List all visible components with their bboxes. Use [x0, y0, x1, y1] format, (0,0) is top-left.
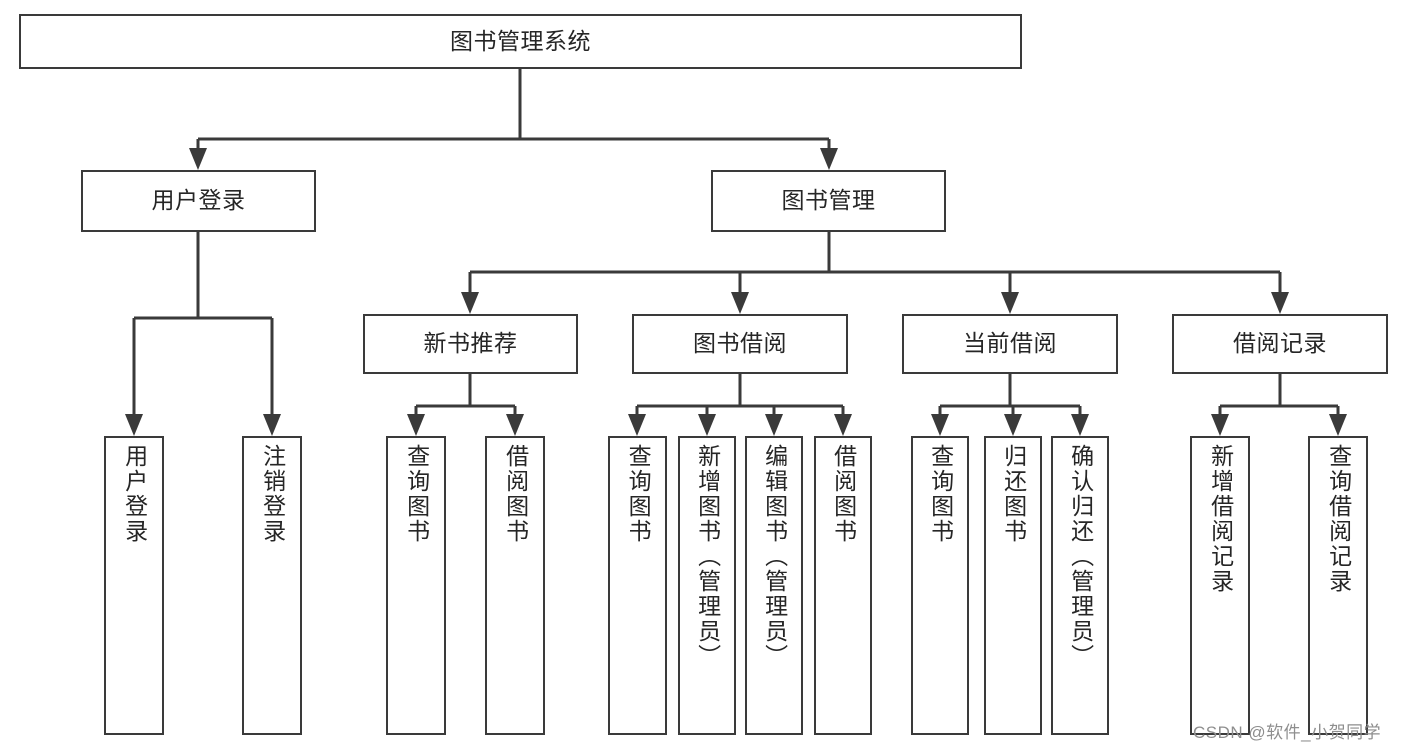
- arrow-head-icon: [628, 414, 646, 436]
- node-new-book-rec[interactable]: 新书推荐: [363, 314, 578, 374]
- node-leaf-confirm-return[interactable]: 确认归还（管理员）: [1051, 436, 1109, 735]
- arrow-head-icon: [1001, 292, 1019, 314]
- node-label: 当前借阅: [963, 330, 1057, 357]
- arrow-head-icon: [1004, 414, 1022, 436]
- node-book-manage[interactable]: 图书管理: [711, 170, 946, 232]
- node-leaf-logout[interactable]: 注销登录: [242, 436, 302, 735]
- node-label: 图书管理系统: [450, 27, 591, 54]
- arrow-head-icon: [931, 414, 949, 436]
- connector-lines: [125, 69, 1347, 436]
- arrow-head-icon: [1271, 292, 1289, 314]
- node-label: 图书借阅: [693, 330, 787, 357]
- arrow-head-icon: [820, 148, 838, 170]
- node-leaf-add-record[interactable]: 新增借阅记录: [1190, 436, 1250, 735]
- node-leaf-user-login[interactable]: 用户登录: [104, 436, 164, 735]
- node-label: 借阅图书: [830, 444, 857, 544]
- node-leaf-edit-book[interactable]: 编辑图书（管理员）: [745, 436, 803, 735]
- arrow-head-icon: [506, 414, 524, 436]
- node-label: 新增借阅记录: [1207, 444, 1234, 594]
- node-label: 借阅记录: [1233, 330, 1327, 357]
- arrow-head-icon: [125, 414, 143, 436]
- arrow-head-icon: [834, 414, 852, 436]
- node-label: 查询借阅记录: [1325, 444, 1352, 594]
- node-current-borrow[interactable]: 当前借阅: [902, 314, 1118, 374]
- arrow-head-icon: [698, 414, 716, 436]
- node-label: 新增图书（管理员）: [694, 444, 721, 669]
- arrow-head-icon: [1329, 414, 1347, 436]
- node-root-title[interactable]: 图书管理系统: [19, 14, 1022, 69]
- node-label: 图书管理: [781, 187, 876, 214]
- node-label: 用户登录: [151, 187, 246, 214]
- node-book-borrow[interactable]: 图书借阅: [632, 314, 848, 374]
- arrow-head-icon: [765, 414, 783, 436]
- arrow-head-icon: [1071, 414, 1089, 436]
- node-leaf-return-book[interactable]: 归还图书: [984, 436, 1042, 735]
- node-leaf-add-book[interactable]: 新增图书（管理员）: [678, 436, 736, 735]
- node-leaf-query-book-2[interactable]: 查询图书: [608, 436, 667, 735]
- arrow-head-icon: [731, 292, 749, 314]
- arrow-head-icon: [189, 148, 207, 170]
- node-user-login[interactable]: 用户登录: [81, 170, 316, 232]
- node-leaf-borrow-book-1[interactable]: 借阅图书: [485, 436, 545, 735]
- node-label: 借阅图书: [502, 444, 529, 544]
- node-label: 查询图书: [927, 444, 954, 544]
- node-label: 查询图书: [625, 444, 652, 544]
- node-leaf-query-book-1[interactable]: 查询图书: [386, 436, 446, 735]
- arrow-head-icon: [1211, 414, 1229, 436]
- arrow-head-icon: [461, 292, 479, 314]
- node-label: 注销登录: [259, 444, 286, 544]
- node-label: 用户登录: [121, 444, 148, 544]
- arrow-head-icon: [263, 414, 281, 436]
- node-label: 新书推荐: [423, 330, 518, 357]
- node-leaf-query-book-3[interactable]: 查询图书: [911, 436, 969, 735]
- node-label: 查询图书: [403, 444, 430, 544]
- node-label: 编辑图书（管理员）: [761, 444, 788, 669]
- node-label: 确认归还（管理员）: [1067, 444, 1094, 669]
- node-leaf-query-record[interactable]: 查询借阅记录: [1308, 436, 1368, 735]
- arrow-head-icon: [407, 414, 425, 436]
- watermark-text: CSDN @软件_小贺同学: [1193, 723, 1382, 742]
- node-label: 归还图书: [1000, 444, 1027, 544]
- node-borrow-record[interactable]: 借阅记录: [1172, 314, 1388, 374]
- node-leaf-borrow-book-2[interactable]: 借阅图书: [814, 436, 872, 735]
